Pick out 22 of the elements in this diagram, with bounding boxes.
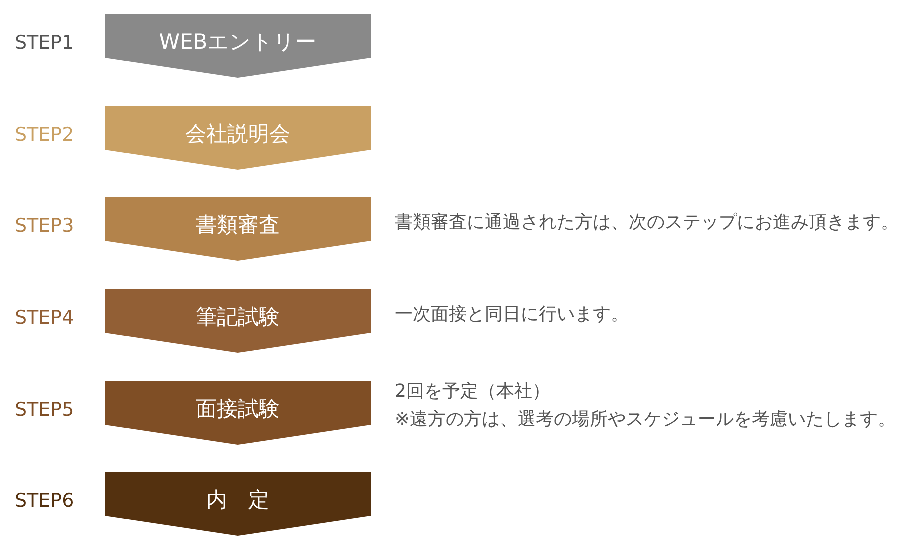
step-pentagon [105,106,371,170]
step-pentagon [105,472,371,536]
step-note: 一次面接と同日に行います。 [395,304,629,326]
step-note: 書類審査に通過された方は、次のステップにお進み頂きます。 [395,212,899,234]
step-label: STEP5 [15,399,74,421]
step-title: 面接試験 [196,397,280,421]
step-label: STEP2 [15,124,74,146]
step-label: STEP1 [15,32,74,54]
step-title: 会社説明会 [186,122,290,146]
step-pentagon [105,289,371,353]
step-pentagon [105,14,371,78]
step-title: 内 定 [206,488,270,512]
step-label: STEP4 [15,307,74,329]
step-title: 筆記試験 [196,305,280,329]
step-pentagon [105,381,371,445]
step-label: STEP6 [15,490,74,512]
step-title: WEBエントリー [159,30,317,54]
step-note: ※遠方の方は、選考の場所やスケジュールを考慮いたします。 [395,409,896,431]
step-title: 書類審査 [196,213,280,237]
step-pentagon [105,197,371,261]
step-label: STEP3 [15,215,74,237]
step-note: 2回を予定（本社） [395,381,550,403]
